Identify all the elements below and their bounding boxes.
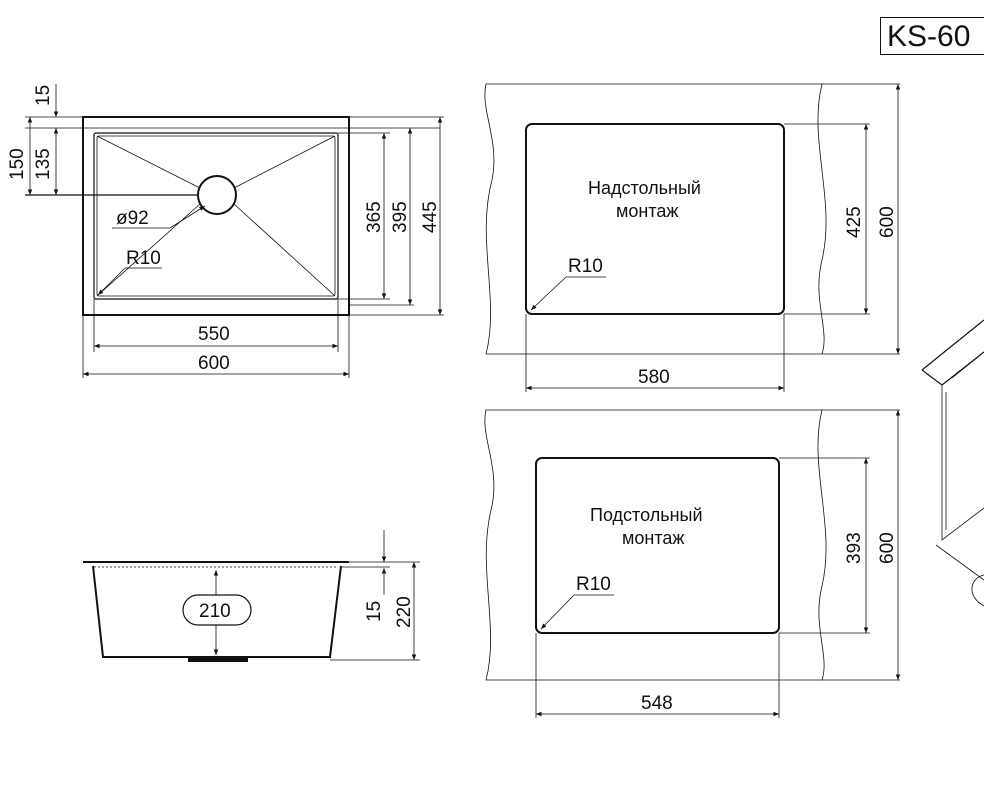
slope-line: [96, 203, 201, 297]
cutout-overmount: [525, 123, 785, 315]
undermount-dim-548: 548: [641, 693, 673, 714]
slope-line: [233, 203, 336, 297]
undermount-dim-393: 393: [844, 532, 865, 564]
slope-line: [96, 135, 201, 189]
depth-badge-value: 210: [199, 601, 231, 622]
side-view: 210 15 220: [83, 530, 420, 662]
sink-bowl: [93, 132, 339, 300]
undermount-dim-600: 600: [877, 532, 898, 564]
sink-bowl-inner: [96, 135, 336, 297]
dim-15-side: 15: [364, 601, 385, 622]
radius-label: R10: [126, 248, 161, 269]
overmount-panel: Надстольный монтаж R10 425 600 580: [484, 83, 901, 392]
dim-550: 550: [198, 324, 230, 345]
overmount-radius: R10: [568, 256, 603, 277]
drain-diameter-label: ø92: [116, 208, 149, 229]
overmount-label-2: монтаж: [616, 201, 678, 221]
dim-135: 135: [33, 148, 54, 180]
dim-395: 395: [390, 201, 411, 233]
undermount-radius: R10: [576, 574, 611, 595]
drain-pipe: [971, 574, 984, 607]
cutout-undermount: [535, 457, 780, 634]
undermount-label-2: монтаж: [622, 528, 684, 548]
overmount-dim-580: 580: [638, 367, 670, 388]
drain-hole: [197, 175, 237, 215]
overmount-dim-600: 600: [877, 206, 898, 238]
overmount-label-1: Надстольный: [588, 178, 701, 198]
isometric-view: [921, 319, 984, 607]
overmount-dim-425: 425: [844, 206, 865, 238]
dim-220: 220: [394, 596, 415, 628]
sink-outer-rim: [82, 116, 350, 316]
dim-445: 445: [420, 201, 441, 233]
slope-line: [233, 135, 336, 189]
drain-outlet: [188, 656, 248, 662]
undermount-label-1: Подстольный: [590, 505, 703, 525]
undermount-panel: Подстольный монтаж R10 393 600 548: [484, 409, 901, 718]
model-label: KS-60: [880, 17, 984, 55]
top-view: 15 135 150 365 395 445 550 600 ø92 R10: [7, 84, 444, 378]
depth-badge: [182, 594, 252, 626]
dim-150: 150: [7, 148, 28, 180]
dim-600: 600: [198, 353, 230, 374]
dim-365: 365: [364, 201, 385, 233]
dim-15: 15: [33, 85, 54, 106]
